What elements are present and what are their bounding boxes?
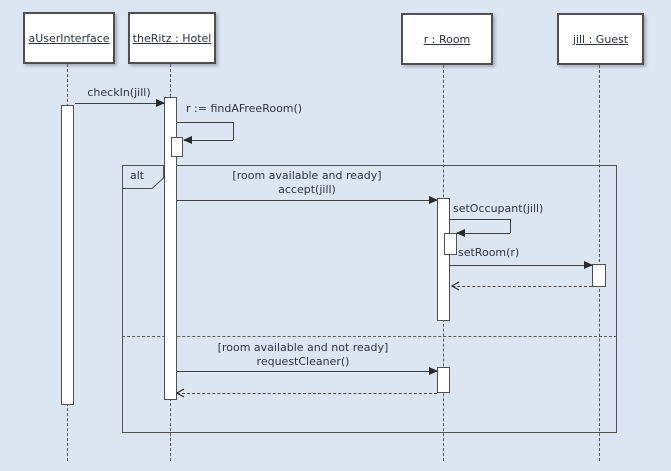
object-label-auserinterface: aUserInterface — [28, 31, 110, 45]
activation-theritz-nested — [171, 137, 183, 157]
activation-room-nested — [444, 233, 457, 255]
filled-arrowhead-icon — [156, 99, 165, 107]
filled-arrowhead-icon — [429, 367, 438, 375]
alt-fragment-frame — [122, 165, 617, 433]
message-setroom-label: setRoom(r) — [458, 246, 520, 259]
message-line — [457, 233, 510, 234]
message-setoccupant-label: setOccupant(jill) — [453, 202, 544, 215]
return-line — [177, 393, 437, 394]
object-label-theritz: theRitz : Hotel — [132, 31, 212, 45]
alt-operator-label: alt — [122, 165, 164, 189]
open-arrowhead-icon — [451, 281, 460, 291]
message-checkin-label: checkIn(jill) — [87, 86, 151, 99]
message-line — [450, 219, 510, 220]
activation-jill — [592, 264, 606, 287]
alt-separator — [122, 336, 617, 337]
message-line — [177, 371, 437, 372]
activation-room-accept — [437, 198, 450, 321]
alt-operator-text: alt — [130, 169, 145, 182]
message-line — [177, 122, 233, 123]
open-arrowhead-icon — [176, 388, 185, 398]
message-accept-label: accept(jill) — [278, 183, 336, 196]
filled-arrowhead-icon — [183, 136, 192, 144]
return-line — [452, 286, 592, 287]
filled-arrowhead-icon — [456, 229, 465, 237]
guard-room-not-ready-label: [room available and not ready] — [217, 341, 389, 354]
activation-theritz — [164, 97, 177, 400]
lifeline-jill — [599, 65, 600, 461]
alt-pentagon-outline-icon — [122, 165, 164, 189]
message-setoccupant-side — [510, 219, 511, 233]
message-line — [450, 265, 592, 266]
message-line — [184, 140, 233, 141]
object-box-theritz: theRitz : Hotel — [128, 12, 216, 64]
message-line — [75, 103, 164, 104]
object-box-room: r : Room — [401, 13, 493, 65]
filled-arrowhead-icon — [429, 196, 438, 204]
message-findafreeroom-side — [233, 122, 234, 140]
object-box-jill: jill : Guest — [557, 13, 644, 65]
message-findafreeroom-label: r := findAFreeRoom() — [186, 102, 303, 115]
object-label-jill: jill : Guest — [572, 32, 629, 46]
activation-room-cleaner — [437, 367, 450, 393]
message-line — [177, 200, 437, 201]
object-label-room: r : Room — [423, 32, 471, 46]
object-box-auserinterface: aUserInterface — [23, 12, 115, 64]
filled-arrowhead-icon — [584, 261, 593, 269]
guard-room-ready-label: [room available and ready] — [232, 169, 382, 182]
activation-auserinterface — [61, 105, 74, 405]
message-requestcleaner-label: requestCleaner() — [256, 355, 350, 368]
